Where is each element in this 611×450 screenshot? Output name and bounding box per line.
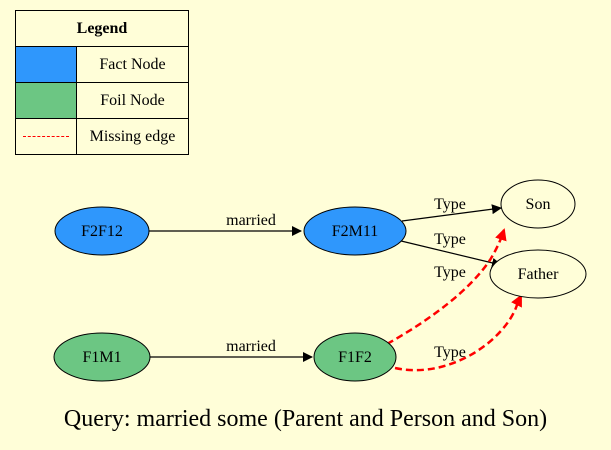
edge-label-f2m11-father: Type [434, 231, 466, 248]
edge-label-f1f2-son: Type [434, 264, 466, 281]
node-f1f2: F1F2 [313, 332, 397, 382]
edge-label-f1f2-father: Type [434, 344, 466, 361]
edge-label-f2m11-son: Type [434, 196, 466, 213]
fact-node-legend-label: Fact Node [76, 46, 189, 83]
foil-node-legend-label: Foil Node [76, 82, 189, 119]
node-label-f1f2: F1F2 [338, 349, 372, 366]
missing-edge-legend-label: Missing edge [76, 118, 189, 155]
node-label-f1m1: F1M1 [82, 349, 121, 366]
missing-edge-swatch [15, 118, 77, 155]
fact-node-swatch [15, 46, 77, 83]
node-father: Father [489, 249, 587, 299]
node-label-father: Father [518, 266, 560, 283]
node-f2m11: F2M11 [303, 206, 407, 256]
query-caption: Query: married some (Parent and Person a… [63, 406, 548, 432]
edge-f2m11-son [401, 204, 502, 222]
node-label-f2f12: F2F12 [81, 223, 123, 240]
missing-edge-f1f2-father [394, 294, 523, 372]
missing-edge-f1f2-son [386, 228, 507, 346]
node-f1m1: F1M1 [53, 332, 151, 382]
node-f2f12: F2F12 [54, 206, 150, 256]
edge-f2m11-father [396, 239, 502, 268]
legend-title: Legend [15, 10, 189, 47]
edge-label-f2f12-f2m11: married [226, 212, 276, 229]
edge-label-f1m1-f1f2: married [226, 338, 276, 355]
legend-table: Legend Fact Node Foil Node Missing edge [15, 10, 189, 155]
node-label-son: Son [526, 196, 551, 213]
node-label-f2m11: F2M11 [332, 223, 379, 240]
node-son: Son [500, 179, 576, 229]
